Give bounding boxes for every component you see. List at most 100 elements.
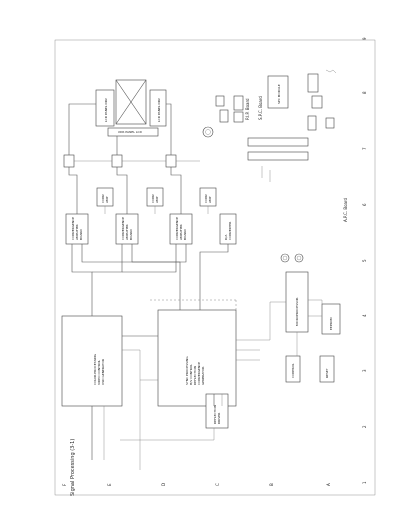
pip-chip [219,109,229,123]
signal-line [122,244,177,273]
color-processing-label: OSD GENERATOR [101,359,105,385]
signal-line [180,244,187,263]
xdr-panel-block [107,127,159,137]
margin-number: 9 [362,37,367,40]
margin-letter: E [107,483,112,486]
margin-letter: B [269,483,274,486]
color-processing-label: COLOR PROCESSING [93,353,97,385]
margin-letter: A [326,483,331,486]
signal-line [81,244,181,310]
spc-module [267,75,289,109]
channel-label: BOARD [79,229,83,240]
sync-processing-label: H/V CONTROL [189,364,193,385]
pip-chip [215,95,225,107]
bus-line [236,301,286,341]
sync-processing-label: CONVERGENCE [197,362,201,385]
spc-chip [325,117,335,129]
color-processing-block [61,315,123,407]
link-line [120,428,215,441]
small-block-label: AMP [155,196,159,203]
xdr-panel-label: XDR PANEL LCD [118,130,143,134]
pip-sensor-icon [205,129,211,135]
spc-module-label: SPC MODULE [277,84,281,104]
sheet-frame [54,39,376,496]
apc-chip [307,115,317,131]
channel-label: AMPLIFIER [125,224,129,240]
input-line [122,349,141,470]
control-block [285,355,301,383]
channel-label: CONVERGENCE [121,217,125,240]
small-block-label: CONV [204,193,208,203]
small-block-label: AMP [105,196,109,203]
eeprom-label: EEPROM [329,317,333,330]
pip-chip [233,111,244,123]
signal-line [116,167,128,214]
sync-processing-label: DEFLECTION [193,366,197,385]
margin-number: 3 [362,369,367,372]
knob-icon [280,253,290,263]
sync-processing-block [157,309,237,407]
pip-sensor-icon [202,126,214,138]
channel-label: AMPLIFIER [75,224,79,240]
signal-line [131,244,180,263]
panel-cross [115,79,147,125]
channel-label: BOARD [183,229,187,240]
margin-number: 4 [362,314,367,317]
pip-chip [233,95,244,111]
signal-line [170,167,182,214]
margin-letter: F [62,483,67,486]
small-block-label: CONV [101,193,105,203]
margin-number: 1 [362,481,367,484]
channel-label: CONVERGENCE [71,217,75,240]
converter-label: D/A [224,234,228,240]
channel-label: AMPLIFIER [179,224,183,240]
margin-number: 7 [362,147,367,150]
small-block-label: CONV [151,193,155,203]
signal-line [68,103,96,155]
panel-driver-label: LCD PANEL DRV [104,97,108,122]
apc-connector [247,151,309,161]
eeprom-block [321,303,341,335]
small-block-label: AMP [208,196,212,203]
channel-label: CONVERGENCE [175,217,179,240]
reset-block [319,355,335,383]
signal-line [92,244,123,273]
bus-line [308,299,323,304]
spc-wire [325,69,337,74]
margin-number: 8 [362,91,367,94]
signal-line [68,167,78,214]
signal-line [71,244,93,316]
board-label-spc: S.P.C. Board [258,96,263,120]
connector-chip [165,154,177,168]
margin-letter: D [161,483,166,486]
spc-chip [307,73,319,93]
deflection-label: DRIVER [217,413,221,424]
sync-processing-label: SYNC PROCESSING [185,356,189,385]
spc-chip [311,95,323,109]
page-title: Signal Processing (3-1) [70,439,76,496]
panel-driver-right [149,89,167,127]
apc-connector [247,137,309,147]
control-label: CONTROL [291,363,295,378]
connector-chip [63,154,75,168]
board-label-pip: P.I.P. Board [245,98,250,120]
knob-icon [282,255,288,261]
reset-label: RESET [325,368,329,378]
connector-chip [111,154,123,168]
deflection-block [205,393,229,429]
signal-line [166,103,172,155]
deflection-label: DEFLECTION [213,405,217,424]
knob-icon [296,255,302,261]
margin-number: 2 [362,425,367,428]
channel-label: BOARD [129,229,133,240]
panel-driver-label: LCD PANEL DRV [157,97,161,122]
sync-processing-label: GENERATOR [201,367,205,385]
signal-line [199,244,229,310]
microprocessor-label: MICROPROCESSOR [295,297,299,326]
board-label-apc: A.P.C. Board [343,197,348,222]
color-processing-label: VIDEO CONTROL [97,360,101,385]
margin-number: 5 [362,259,367,262]
margin-letter: C [215,483,220,486]
